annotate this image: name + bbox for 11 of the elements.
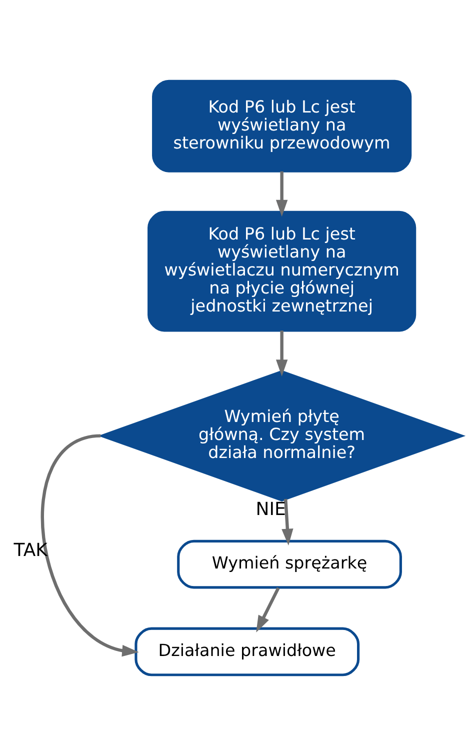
node-diamond: Wymień płytę główną. Czy system działa normalnie? bbox=[98, 370, 466, 502]
arrow bbox=[282, 498, 294, 546]
node-box: Działanie prawidłowe bbox=[134, 627, 360, 676]
arrow bbox=[276, 330, 288, 376]
edge-label: NIE bbox=[256, 498, 286, 520]
node-box: Kod P6 lub Lc jest wyświetlany na sterowniku przewodowym bbox=[152, 80, 412, 172]
arrow bbox=[40, 434, 139, 657]
arrow bbox=[256, 587, 280, 632]
node-box: Kod P6 lub Lc jest wyświetlany na wyświetlaczu numerycznym na płycie głównej jednostki zewnętrznej bbox=[148, 210, 416, 332]
node-box: Wymień sprężarkę bbox=[177, 540, 402, 589]
arrow bbox=[276, 171, 288, 217]
